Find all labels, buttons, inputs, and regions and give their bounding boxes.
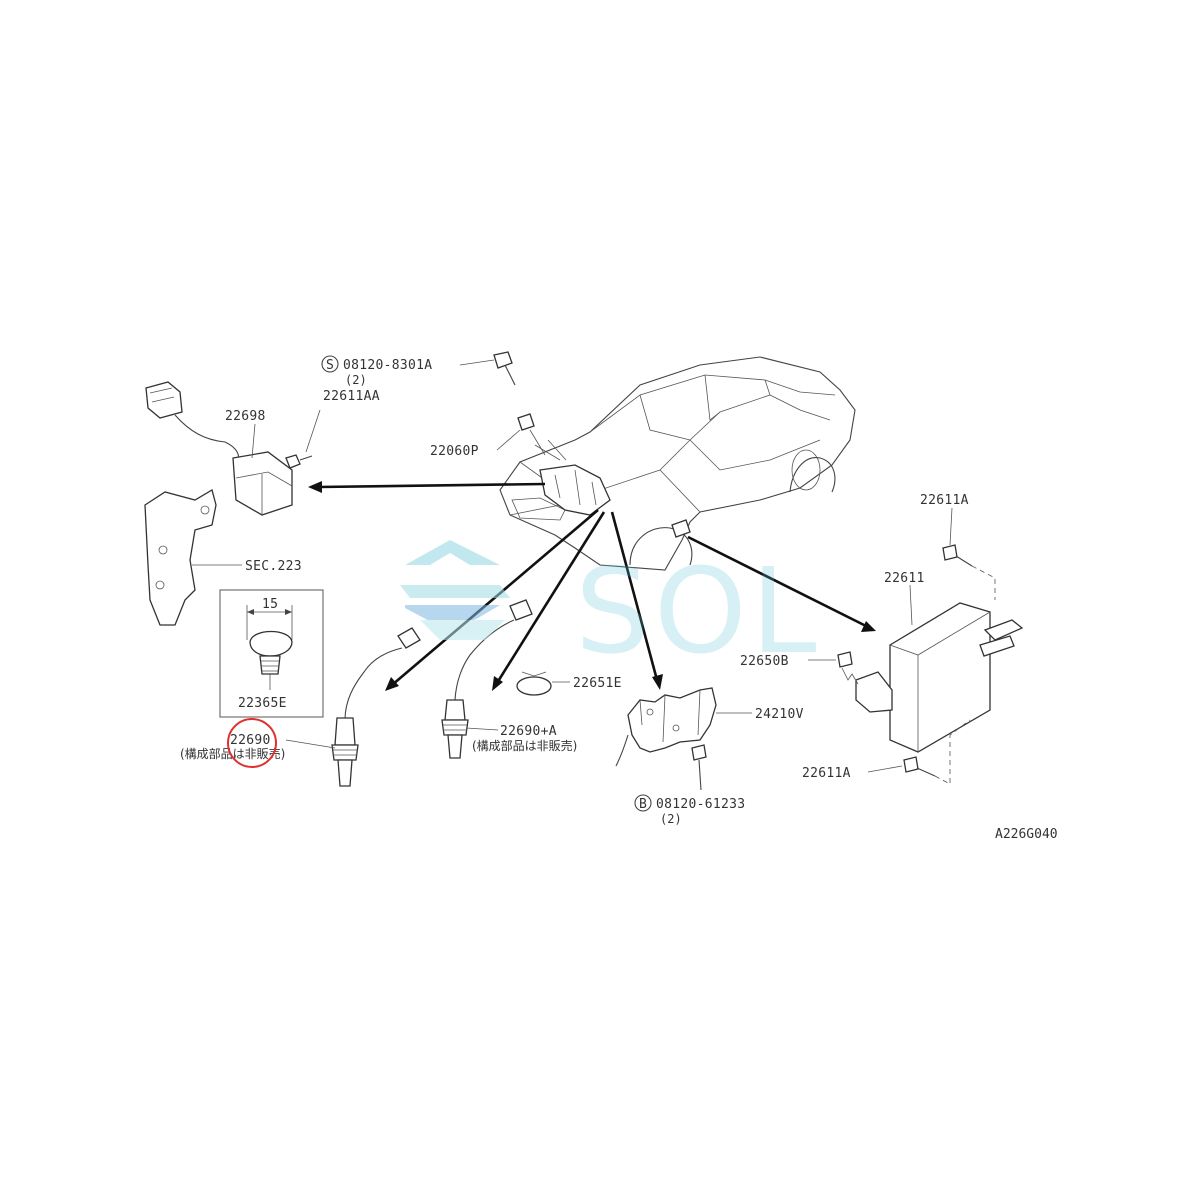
arrow-head-icon (652, 674, 663, 690)
label-bolt-lower-code: 08120-61233 (656, 797, 745, 812)
label-sec-223: SEC.223 (245, 559, 302, 574)
car-illustration (499, 356, 856, 571)
arrow-to-22698 (317, 482, 546, 489)
arrow-head-icon (308, 481, 322, 493)
marker-b: B (639, 797, 647, 812)
label-22690A: 22690+A (500, 724, 557, 739)
label-22060P: 22060P (430, 444, 479, 459)
label-22611AA: 22611AA (323, 389, 380, 404)
clamp-22651E-group (516, 671, 570, 696)
arrow-head-icon (385, 677, 399, 691)
label-22611: 22611 (884, 571, 925, 586)
module-22611-group (808, 507, 1024, 785)
sol-logo-icon (400, 540, 510, 640)
label-22690: 22690 (230, 733, 271, 748)
label-22611A-top: 22611A (920, 493, 969, 508)
watermark-text: SOL (575, 542, 821, 680)
arrow-head-icon (492, 676, 503, 691)
sensor-22690A-group (441, 599, 533, 759)
label-bolt-upper-code: 08120-8301A (343, 358, 432, 373)
arrow-to-22611 (687, 535, 867, 628)
marker-b-circle (634, 794, 652, 812)
label-22698: 22698 (225, 409, 266, 424)
label-24210V: 24210V (755, 707, 804, 722)
sol-watermark: SOL (400, 540, 821, 680)
marker-s-circle (321, 355, 339, 373)
arrow-to-24210V (610, 511, 659, 681)
label-22651E: 22651E (573, 676, 622, 691)
marker-s: S (326, 358, 334, 373)
note-22690: (構成部品は非販売) (180, 746, 285, 761)
sensor-22690-group (285, 627, 421, 787)
label-bolt-lower-qty: (2) (660, 812, 682, 826)
detail-box-22365E (219, 589, 324, 718)
label-detail-dim: 15 (262, 597, 278, 612)
diagram-code: A226G040 (995, 827, 1058, 842)
sensor-22698-group (144, 381, 321, 626)
arrow-head-icon (861, 621, 876, 632)
highlight-circle-22690 (227, 718, 277, 768)
label-22650B: 22650B (740, 654, 789, 669)
label-bolt-upper-qty: (2) (345, 373, 367, 387)
bracket-24210V-group (615, 687, 752, 791)
bolt-upper-group (321, 351, 546, 456)
arrow-to-22690A (495, 511, 606, 684)
note-22690A: (構成部品は非販売) (472, 738, 577, 753)
label-22365E: 22365E (238, 696, 287, 711)
label-22611A-bottom: 22611A (802, 766, 851, 781)
